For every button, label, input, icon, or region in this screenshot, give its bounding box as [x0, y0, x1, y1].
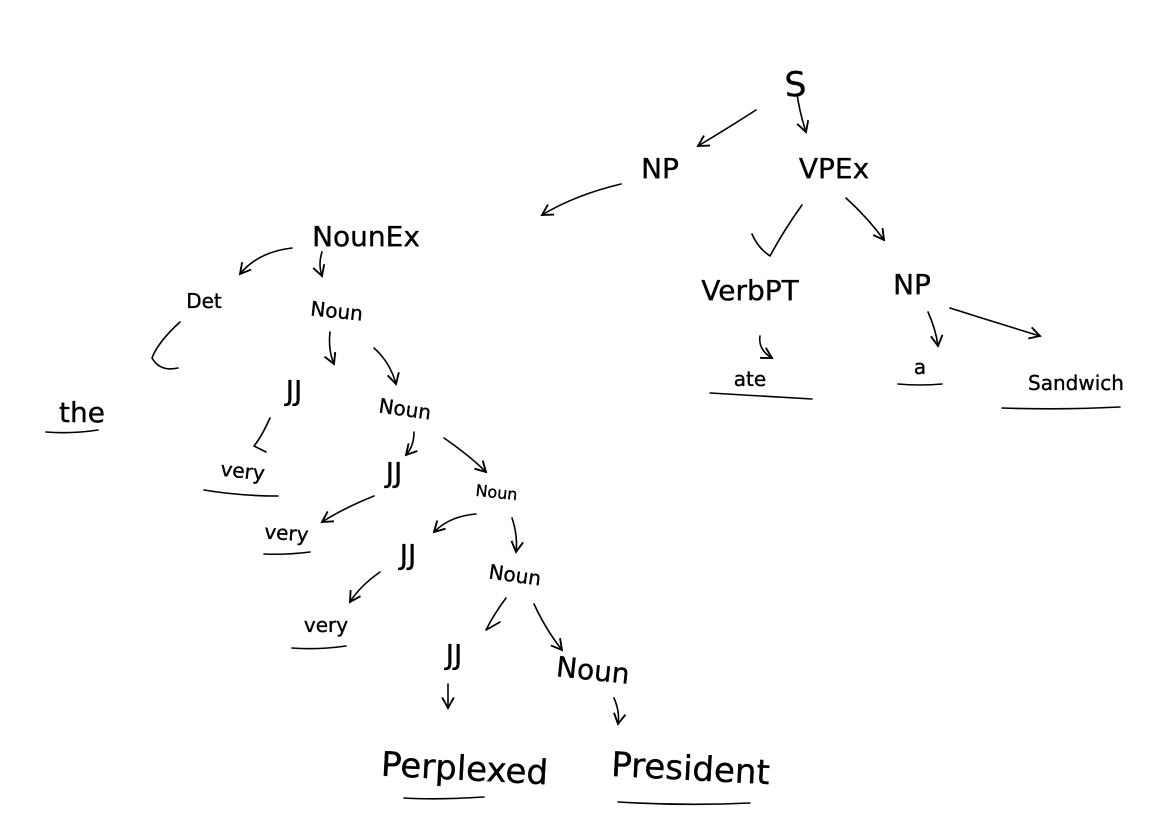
edge-noun1-noun2 [373, 347, 400, 386]
underline-ate [709, 392, 813, 400]
edge-noun2-noun3 [443, 437, 488, 474]
node-det: Det [186, 289, 222, 313]
edge-s-vpex [796, 93, 810, 134]
word-very-1: very [219, 457, 266, 486]
node-np-top: NP [641, 152, 679, 185]
edge-noun5-president [613, 697, 627, 726]
edge-noun4-noun5 [533, 603, 564, 652]
node-noun-2: Noun [377, 394, 432, 425]
node-noun-1: Noun [309, 296, 364, 325]
word-sandwich: Sandwich [1028, 371, 1124, 395]
edge-np-sandwich [949, 307, 1042, 340]
tree-nodes: S NP VPEx NounEx Det Noun JJ Noun JJ Nou… [186, 64, 931, 691]
edge-s-np [696, 109, 757, 147]
node-nounex: NounEx [312, 220, 420, 253]
edge-vpex-verbpt [751, 204, 803, 257]
edge-noun1-jj1 [323, 331, 337, 366]
tree-edges [151, 93, 1042, 726]
word-president: President [610, 745, 770, 793]
word-the: the [59, 396, 105, 429]
node-noun-4: Noun [487, 560, 542, 591]
underline-the [45, 429, 99, 434]
edge-noun3-jj3 [432, 513, 477, 534]
edge-vpex-np [845, 197, 886, 242]
underline-perplexed [403, 796, 485, 800]
edge-nounex-noun1 [312, 251, 326, 278]
edge-verbpt-ate [758, 335, 774, 359]
node-s: S [784, 64, 808, 105]
word-ate: ate [734, 367, 766, 391]
node-jj-1: JJ [284, 374, 303, 407]
tree-words: the very very very Perplexed President a… [59, 355, 1124, 794]
node-vpex: VPEx [799, 152, 869, 185]
edge-jj1-very1 [253, 417, 271, 453]
node-jj-4: JJ [444, 638, 463, 671]
edge-det-the [151, 321, 181, 370]
edge-np-nounex [540, 183, 622, 216]
underline-president [617, 801, 751, 806]
node-verbpt: VerbPT [701, 274, 799, 307]
underline-very-2 [263, 551, 311, 556]
edge-noun2-jj2 [404, 431, 418, 457]
edge-np-a [927, 311, 944, 348]
edge-noun4-jj4 [485, 597, 507, 631]
word-perplexed: Perplexed [380, 745, 549, 794]
edge-jj3-very3 [348, 571, 381, 604]
node-jj-2: JJ [384, 456, 403, 489]
underline-sandwich [1001, 406, 1121, 410]
underline-very-1 [203, 489, 279, 497]
underline-a [897, 383, 943, 386]
word-a: a [914, 355, 926, 379]
word-underlines [45, 383, 1121, 806]
node-np-obj: NP [893, 268, 931, 301]
edge-noun3-noun4 [510, 517, 524, 554]
edge-jj2-very2 [320, 495, 375, 524]
edge-nounex-det [238, 247, 293, 276]
node-noun-3: Noun [475, 481, 519, 504]
underline-very-3 [291, 645, 347, 650]
node-noun-5: Noun [555, 650, 632, 691]
word-very-3: very [304, 613, 348, 637]
node-jj-3: JJ [398, 538, 417, 571]
word-very-2: very [264, 520, 310, 547]
